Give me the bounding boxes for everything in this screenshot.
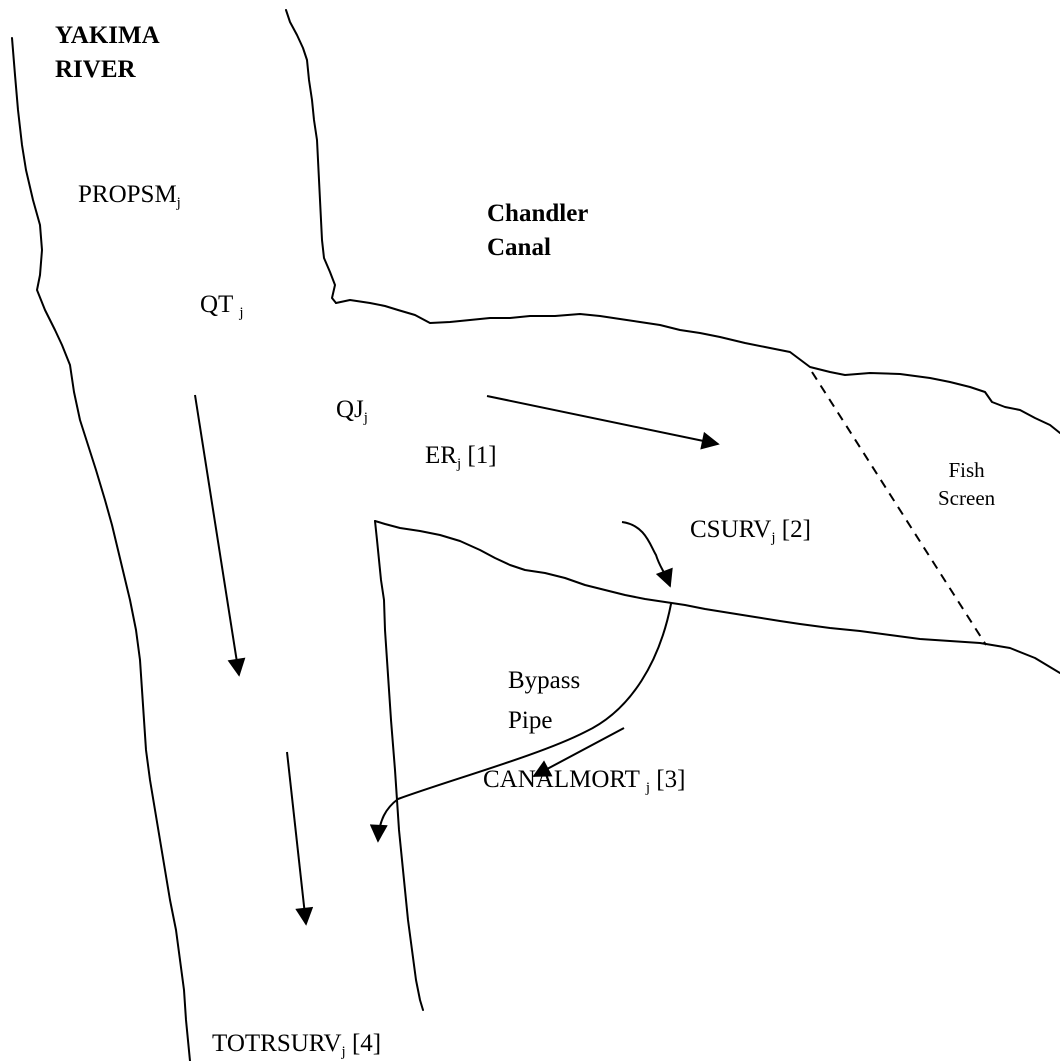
river-title-line2: RIVER: [55, 56, 136, 83]
csurv-label: CSURVj [2]: [690, 516, 811, 546]
propsm-sub: j: [176, 195, 181, 211]
qj-sub: j: [363, 410, 368, 426]
er-label: ERj [1]: [425, 442, 497, 472]
canalmort-sub: j: [645, 780, 651, 796]
totrsurv-base: TOTRSURV: [212, 1030, 342, 1057]
canal-mortality-arrow: [532, 727, 625, 777]
canalmort-base: CANALMORT: [483, 766, 640, 793]
river-left-bank: [11, 37, 191, 1061]
bypass-pipe-line2: Pipe: [508, 707, 553, 734]
bypass-outlet-arrow: [369, 798, 399, 843]
canalmort-suffix: [3]: [656, 766, 686, 793]
qt-base: QT: [200, 291, 234, 318]
csurv-arrow: [621, 521, 673, 588]
bypass-pipe: [397, 603, 672, 800]
csurv-sub: j: [771, 530, 776, 546]
canal-entrainment-arrow: [486, 395, 720, 450]
qj-label: QJj: [336, 396, 368, 426]
fish-screen-line1: Fish: [948, 458, 985, 482]
canal-title-line1: Chandler: [487, 200, 589, 227]
er-suffix: [1]: [467, 442, 497, 469]
totrsurv-label: TOTRSURVj [4]: [212, 1030, 382, 1060]
bypass-pipe-label: Bypass Pipe: [508, 661, 580, 741]
qj-base: QJ: [336, 396, 364, 423]
propsm-label: PROPSMj: [78, 181, 181, 211]
er-sub: j: [456, 456, 462, 472]
er-base: ER: [425, 442, 457, 469]
canalmort-label: CANALMORT j [3]: [483, 766, 686, 796]
river-title-line1: YAKIMA: [55, 22, 160, 49]
canal-upper-bank: [335, 299, 1060, 434]
qt-sub: j: [239, 305, 244, 321]
river-title: YAKIMA RIVER: [55, 19, 160, 87]
river-flow-arrow-lower: [286, 751, 314, 926]
river-right-bank-lower: [374, 520, 424, 1011]
totrsurv-suffix: [4]: [351, 1030, 382, 1057]
canal-lower-bank: [374, 520, 1060, 674]
csurv-base: CSURV: [690, 516, 772, 543]
fish-screen-line2: Screen: [938, 486, 996, 510]
canal-title: Chandler Canal: [487, 197, 588, 265]
fish-screen-line: [811, 371, 987, 646]
canal-title-line2: Canal: [487, 234, 551, 261]
propsm-base: PROPSM: [78, 181, 177, 208]
river-flow-arrow-upper: [194, 394, 246, 677]
qt-label: QT j: [200, 291, 244, 321]
fish-screen-label: Fish Screen: [938, 456, 995, 512]
csurv-suffix: [2]: [781, 516, 811, 543]
totrsurv-sub: j: [341, 1044, 346, 1060]
bypass-pipe-line1: Bypass: [508, 667, 581, 694]
river-right-bank-upper: [285, 9, 337, 304]
